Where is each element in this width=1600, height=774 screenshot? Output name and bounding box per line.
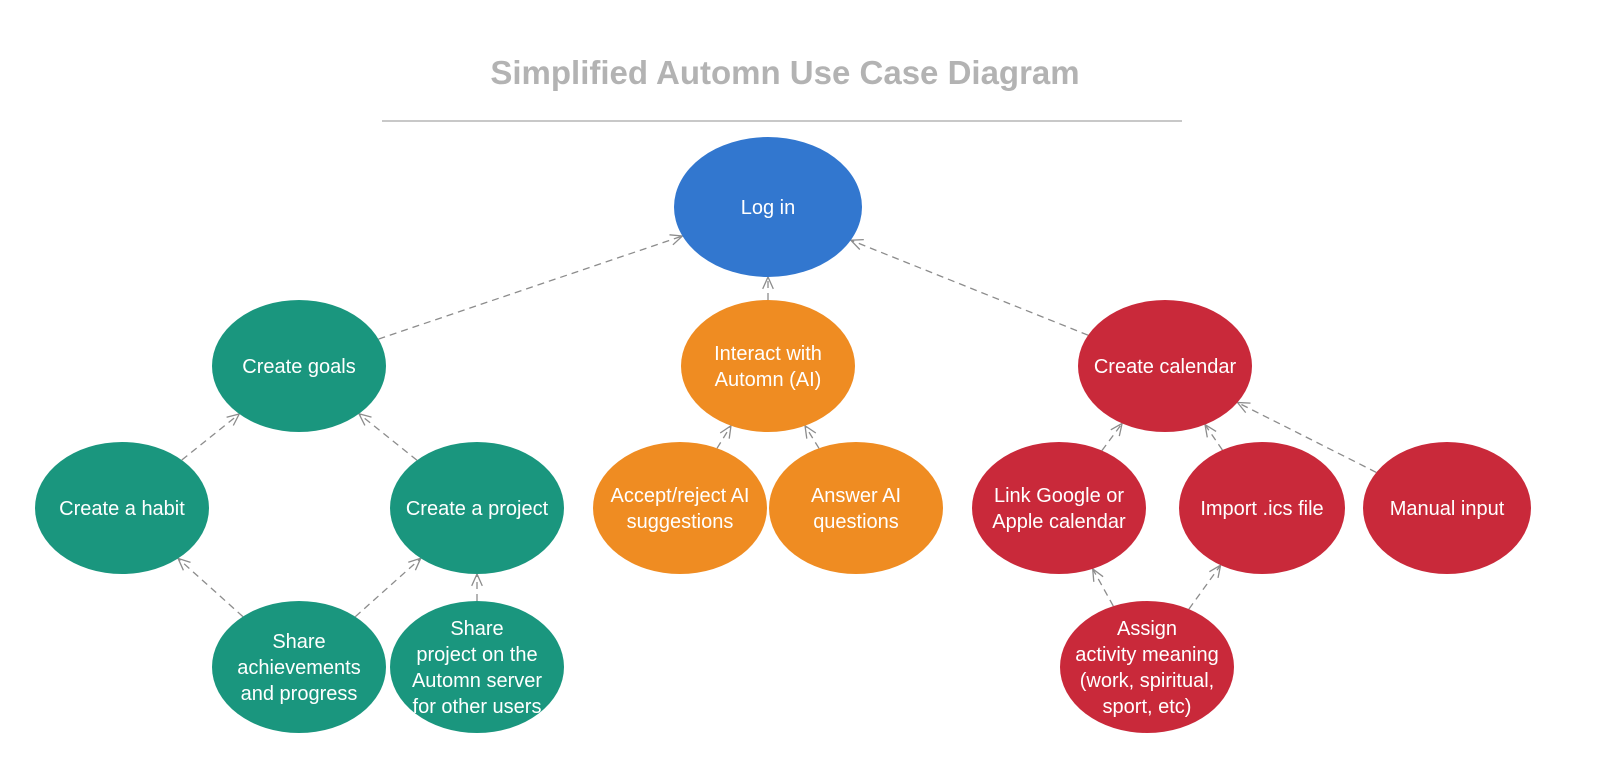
dependency-line	[1204, 424, 1223, 451]
arrowhead-icon	[226, 413, 241, 426]
use-case-import-ics: Import .ics file	[1179, 442, 1345, 574]
use-case-link-calendar: Link Google or Apple calendar	[972, 442, 1146, 574]
use-case-label: Accept/reject AI	[611, 485, 750, 507]
use-case-label: and progress	[241, 683, 358, 705]
use-case-ellipse	[390, 442, 564, 574]
use-case-create-project: Create a project	[390, 442, 564, 574]
edge-import-ics-to-create-calendar	[1204, 423, 1223, 451]
dependency-line	[1101, 423, 1123, 451]
edge-share-achievements-to-create-project	[354, 557, 422, 618]
use-case-label: Apple calendar	[992, 511, 1126, 533]
use-case-label: activity meaning	[1075, 644, 1218, 666]
use-case-label: Link Google or	[994, 485, 1124, 507]
edge-create-habit-to-create-goals	[181, 413, 241, 461]
use-case-answer-ai: Answer AI questions	[769, 442, 943, 574]
arrowhead-icon	[669, 234, 684, 246]
use-case-create-goals: Create goals	[212, 300, 386, 432]
use-case-label: achievements	[237, 657, 360, 679]
dependency-line	[850, 239, 1089, 336]
use-case-label: Automn (AI)	[715, 369, 822, 391]
dependency-line	[177, 557, 244, 618]
edge-interact-ai-to-login	[762, 275, 774, 300]
use-case-label: for other users	[413, 696, 542, 718]
edge-link-calendar-to-create-calendar	[1101, 422, 1124, 451]
arrowhead-icon	[357, 412, 372, 426]
use-case-label: suggestions	[627, 511, 734, 533]
use-case-label: Answer AI	[811, 485, 901, 507]
dependency-line	[1188, 564, 1222, 610]
arrowhead-icon	[1110, 422, 1124, 437]
use-case-ellipse	[390, 601, 564, 733]
use-case-assign-meaning: Assign activity meaning (work, spiritual, s…	[1060, 601, 1234, 733]
edge-create-calendar-to-login	[849, 238, 1089, 336]
use-case-ellipse	[35, 442, 209, 574]
dependency-line	[716, 425, 732, 449]
dependency-line	[358, 413, 418, 461]
use-case-label: Import .ics file	[1200, 498, 1323, 520]
use-case-login: Log in	[674, 137, 862, 277]
dependency-line	[1092, 568, 1114, 607]
use-case-label: Automn server	[412, 670, 542, 692]
arrowhead-icon	[849, 238, 864, 250]
use-case-ellipse	[1179, 442, 1345, 574]
diagram-title: Simplified Automn Use Case Diagram	[490, 54, 1079, 91]
use-case-label: questions	[813, 511, 899, 533]
use-case-create-habit: Create a habit	[35, 442, 209, 574]
use-case-label: Create goals	[242, 356, 355, 378]
use-case-ellipse	[1078, 300, 1252, 432]
dependency-line	[378, 235, 683, 340]
use-case-ellipse	[674, 137, 862, 277]
edge-assign-meaning-to-import-ics	[1188, 563, 1222, 610]
dependency-line	[804, 425, 820, 449]
use-case-ellipse	[1363, 442, 1531, 574]
use-case-label: Create a habit	[59, 498, 185, 520]
use-case-ellipse	[769, 442, 943, 574]
arrowhead-icon	[1091, 567, 1104, 582]
use-case-ellipse	[1060, 601, 1234, 733]
edge-accept-reject-to-interact-ai	[716, 424, 732, 449]
use-case-label: Interact with	[714, 343, 822, 365]
use-case-label: (work, spiritual,	[1080, 670, 1214, 692]
use-case-label: project on the	[416, 644, 537, 666]
edge-create-project-to-create-goals	[357, 412, 418, 461]
use-case-create-calendar: Create calendar	[1078, 300, 1252, 432]
edge-share-achievements-to-create-habit	[176, 557, 244, 618]
use-case-label: Log in	[741, 197, 796, 219]
edge-answer-ai-to-interact-ai	[804, 424, 820, 449]
use-case-share-achievements: Share achievements and progress	[212, 601, 386, 733]
use-case-ellipse	[212, 300, 386, 432]
use-case-label: sport, etc)	[1103, 696, 1192, 718]
use-case-ellipse	[681, 300, 855, 432]
dependency-line	[1237, 401, 1377, 473]
use-case-ellipse	[593, 442, 767, 574]
dependency-line	[354, 557, 422, 618]
use-case-label: Share	[272, 631, 325, 653]
dependency-line	[181, 413, 240, 461]
edge-share-project-to-create-project	[471, 572, 483, 601]
use-case-accept-reject: Accept/reject AI suggestions	[593, 442, 767, 574]
use-case-ellipse	[972, 442, 1146, 574]
use-case-manual-input: Manual input	[1363, 442, 1531, 574]
use-case-label: Manual input	[1390, 498, 1505, 520]
arrowhead-icon	[1236, 401, 1251, 414]
use-case-ellipse	[212, 601, 386, 733]
edge-manual-input-to-create-calendar	[1236, 401, 1377, 473]
use-case-label: Assign	[1117, 618, 1177, 640]
edge-assign-meaning-to-link-calendar	[1091, 567, 1114, 607]
use-case-label: Create a project	[406, 498, 549, 520]
use-case-label: Share	[450, 618, 503, 640]
edge-create-goals-to-login	[378, 234, 684, 340]
use-case-label: Create calendar	[1094, 356, 1237, 378]
